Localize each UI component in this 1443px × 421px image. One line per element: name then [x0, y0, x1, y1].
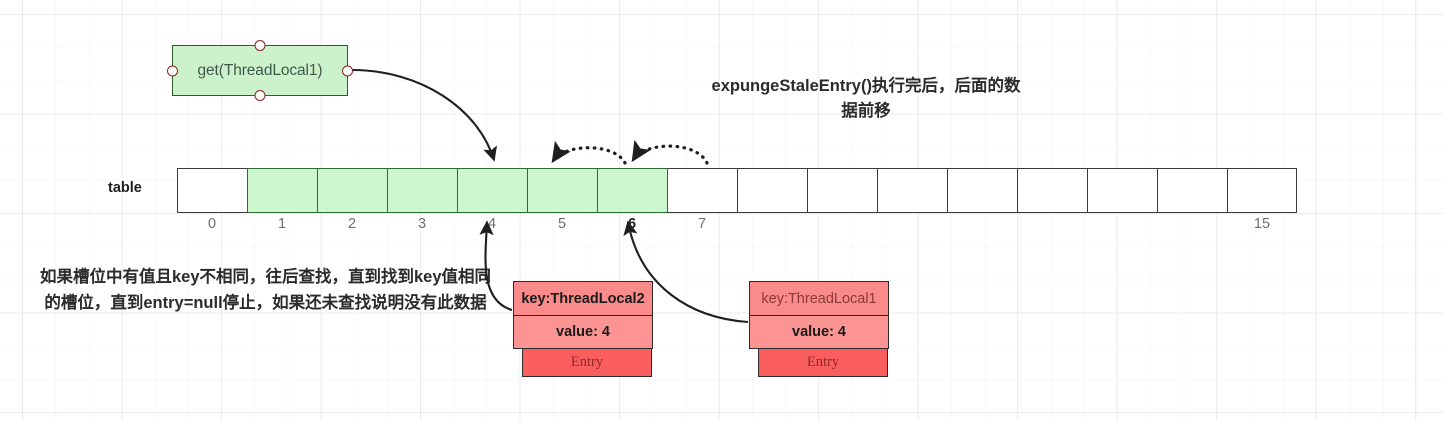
table-label: table	[108, 180, 142, 196]
table-index-label-4: 4	[487, 216, 497, 232]
connection-handle-bottom-icon[interactable]	[254, 90, 266, 101]
table-index-label-6: 6	[627, 216, 637, 232]
entry-footer-label: Entry	[806, 354, 840, 370]
get-to-slot4-arrow	[351, 68, 497, 162]
table-index-row: 0 1 2 3 4 5 6 7 15	[177, 216, 1297, 232]
table-slot-15[interactable]	[1227, 168, 1297, 213]
expunge-stale-entry-note: expungeStaleEntry()执行完后，后面的数据前移	[711, 77, 1021, 120]
table-index-label-9	[807, 216, 877, 232]
entry-footer-label: Entry	[570, 354, 604, 370]
table-slot-6[interactable]	[597, 168, 667, 213]
entry-card-threadlocal2[interactable]: key:ThreadLocal2 value: 4 Entry	[513, 281, 653, 377]
table-slot-5[interactable]	[527, 168, 597, 213]
shift-arc-7-to-6	[631, 139, 709, 165]
table-index-label-3: 3	[417, 216, 427, 232]
entry-key-cell: key:ThreadLocal2	[513, 281, 653, 315]
table-slot-row	[177, 168, 1297, 213]
table-index-label-1: 1	[277, 216, 287, 232]
entry-footer-cell: Entry	[522, 349, 652, 377]
get-threadlocal-box[interactable]: get(ThreadLocal1)	[167, 40, 353, 101]
table-slot-10[interactable]	[877, 168, 947, 213]
entry-value-label: value: 4	[556, 324, 610, 340]
entry-value-cell: value: 4	[749, 315, 889, 349]
entry-footer-cell: Entry	[758, 349, 888, 377]
table-index-label-12	[1017, 216, 1087, 232]
table-index-label-2: 2	[347, 216, 357, 232]
table-index-label-8	[737, 216, 807, 232]
connection-handle-left-icon[interactable]	[167, 65, 178, 76]
entry-key-label: key:ThreadLocal2	[521, 290, 645, 307]
connection-handle-top-icon[interactable]	[254, 40, 266, 51]
connection-handle-right-icon[interactable]	[342, 65, 353, 76]
table-index-label-11	[947, 216, 1017, 232]
table-slot-13[interactable]	[1087, 168, 1157, 213]
table-index-label-7: 7	[697, 216, 707, 232]
table-index-label-0: 0	[207, 216, 217, 232]
table-index-label-13	[1087, 216, 1157, 232]
table-slot-2[interactable]	[317, 168, 387, 213]
entry-value-cell: value: 4	[513, 315, 653, 349]
table-index-label-14	[1157, 216, 1227, 232]
entry-key-cell: key:ThreadLocal1	[749, 281, 889, 315]
table-slot-14[interactable]	[1157, 168, 1227, 213]
table-index-label-15: 15	[1253, 216, 1271, 232]
table-slot-3[interactable]	[387, 168, 457, 213]
entry-card-threadlocal1[interactable]: key:ThreadLocal1 value: 4 Entry	[749, 281, 889, 377]
table-slot-7[interactable]	[667, 168, 737, 213]
entry-value-label: value: 4	[792, 324, 846, 340]
get-threadlocal-box-label: get(ThreadLocal1)	[197, 61, 323, 79]
table-slot-4[interactable]	[457, 168, 527, 213]
table-slot-11[interactable]	[947, 168, 1017, 213]
table-slot-8[interactable]	[737, 168, 807, 213]
table-slot-0[interactable]	[177, 168, 247, 213]
lookup-rule-note: 如果槽位中有值且key不相同，往后查找，直到找到key值相同的槽位，直到entr…	[39, 268, 492, 312]
table-slot-1[interactable]	[247, 168, 317, 213]
table-index-label-10	[877, 216, 947, 232]
shift-arc-6-to-5	[551, 140, 627, 165]
table-index-label-5: 5	[557, 216, 567, 232]
table-slot-12[interactable]	[1017, 168, 1087, 213]
entry-key-label: key:ThreadLocal1	[761, 290, 877, 307]
table-slot-9[interactable]	[807, 168, 877, 213]
